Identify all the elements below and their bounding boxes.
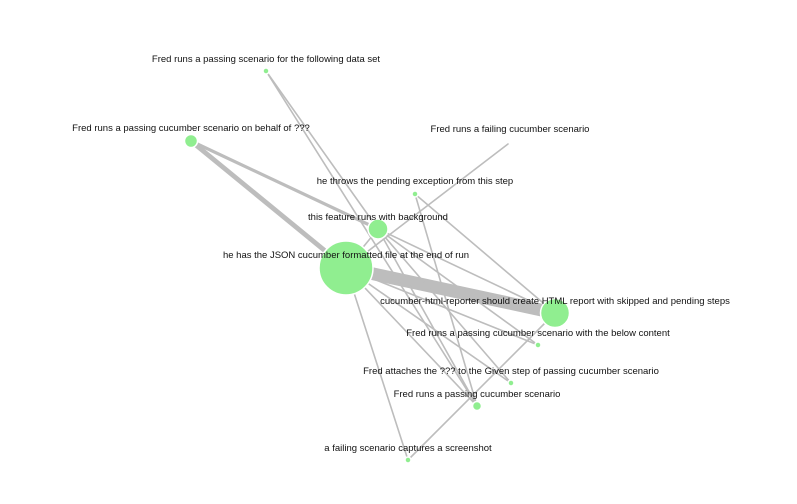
graph-node[interactable] — [411, 190, 419, 198]
graph-nodes — [183, 67, 571, 464]
graph-edge — [345, 267, 512, 384]
node-label: this feature runs with background — [308, 212, 448, 223]
graph-node[interactable] — [183, 133, 199, 149]
graph-edge — [407, 312, 556, 461]
graph-labels: Fred runs a passing scenario for the fol… — [72, 54, 730, 454]
node-label: Fred runs a passing cucumber scenario on… — [72, 123, 310, 134]
graph-edge — [265, 70, 379, 230]
graph-edge — [188, 138, 349, 271]
node-label: he has the JSON cucumber formatted file … — [223, 250, 469, 261]
graph-node[interactable] — [539, 297, 571, 329]
graph-edge — [377, 228, 512, 384]
node-label: Fred runs a passing scenario for the fol… — [152, 54, 380, 65]
graph-edge — [377, 228, 539, 346]
node-label: he throws the pending exception from thi… — [317, 176, 513, 187]
node-label: Fred runs a failing cucumber scenario — [431, 124, 590, 135]
node-label: Fred attaches the ??? to the Given step … — [363, 366, 659, 377]
graph-edge — [414, 193, 556, 314]
graph-node[interactable] — [404, 456, 412, 464]
graph-edge — [377, 228, 478, 407]
node-label: Fred runs a passing cucumber scenario wi… — [406, 328, 670, 339]
graph-node[interactable] — [318, 240, 374, 296]
graph-edge — [345, 267, 478, 407]
graph-edge — [377, 228, 556, 314]
graph-node[interactable] — [262, 67, 270, 75]
graph-edges — [188, 70, 562, 461]
graph-node[interactable] — [367, 218, 389, 240]
node-label: Fred runs a passing cucumber scenario — [394, 389, 561, 400]
graph-edge — [189, 139, 380, 231]
node-label: a failing scenario captures a screenshot — [324, 443, 492, 454]
graph-edge — [339, 261, 562, 320]
graph-edge — [265, 70, 478, 407]
graph-node[interactable] — [471, 400, 483, 412]
graph-edge — [345, 267, 539, 346]
graph-node[interactable] — [507, 379, 515, 387]
graph-edge — [345, 267, 409, 461]
graph-edge — [345, 143, 509, 269]
graph-node[interactable] — [534, 341, 542, 349]
graph-edge — [414, 193, 478, 407]
node-label: cucumber-html-reporter should create HTM… — [380, 296, 730, 307]
